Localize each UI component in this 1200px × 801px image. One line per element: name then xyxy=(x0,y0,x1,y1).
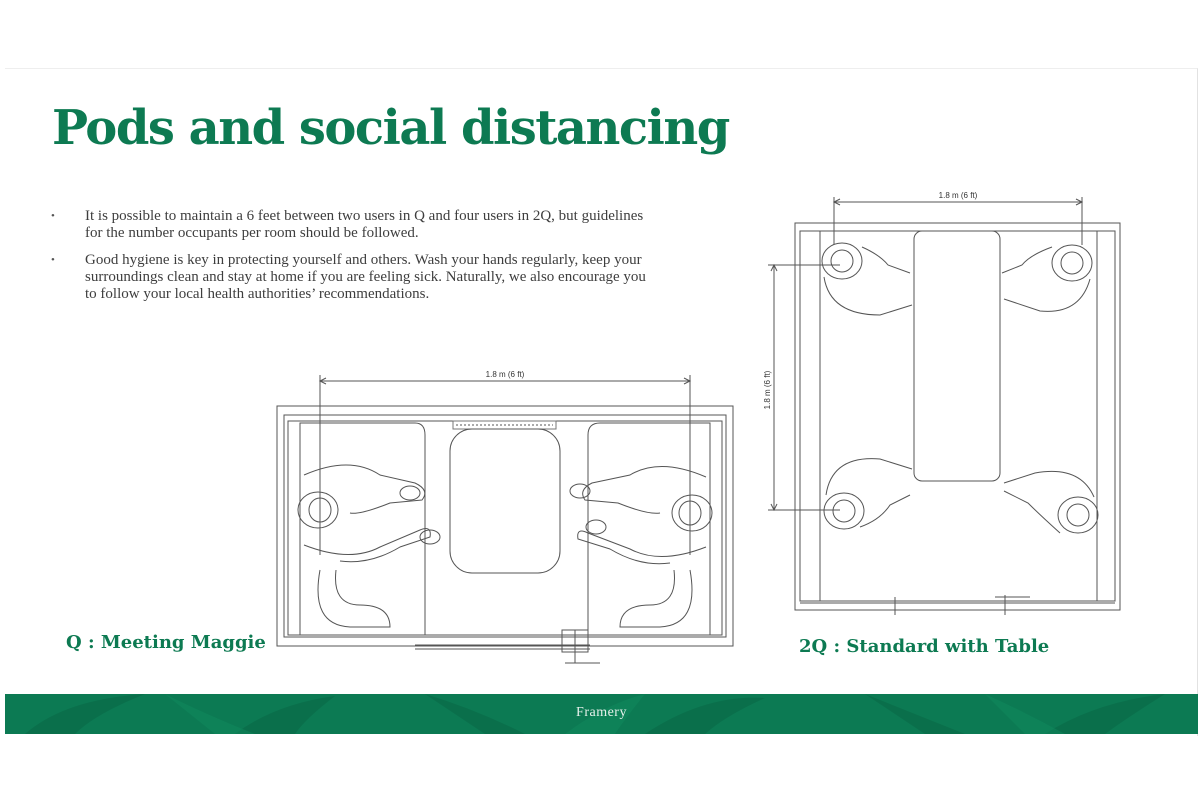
2q-dimension-horizontal: 1.8 m (6 ft) xyxy=(939,191,978,200)
slide-canvas xyxy=(5,68,1198,736)
bullet-item: • Good hygiene is key in protecting your… xyxy=(48,252,658,303)
2q-floor-plan: 1.8 m (6 ft) 1.8 m (6 ft) xyxy=(763,191,1121,615)
bullet-symbol: • xyxy=(51,210,55,222)
footer-bar: Framery xyxy=(5,694,1198,734)
slide-title: Pods and social distancing xyxy=(52,100,730,156)
brand-name: Framery xyxy=(576,705,627,720)
2q-caption: 2Q : Standard with Table xyxy=(799,636,1050,657)
bullet-item: • It is possible to maintain a 6 feet be… xyxy=(48,208,658,242)
q-floor-plan: 1.8 m (6 ft) xyxy=(276,370,734,664)
bullet-list: • It is possible to maintain a 6 feet be… xyxy=(48,208,658,313)
bullet-text: It is possible to maintain a 6 feet betw… xyxy=(85,208,644,241)
2q-dimension-vertical: 1.8 m (6 ft) xyxy=(763,370,772,409)
bullet-symbol: • xyxy=(51,254,55,266)
q-dimension-label: 1.8 m (6 ft) xyxy=(486,370,525,379)
leaf-pattern-decoration xyxy=(25,694,1165,734)
q-caption: Q : Meeting Maggie xyxy=(66,632,266,653)
bullet-text: Good hygiene is key in protecting yourse… xyxy=(85,252,646,302)
